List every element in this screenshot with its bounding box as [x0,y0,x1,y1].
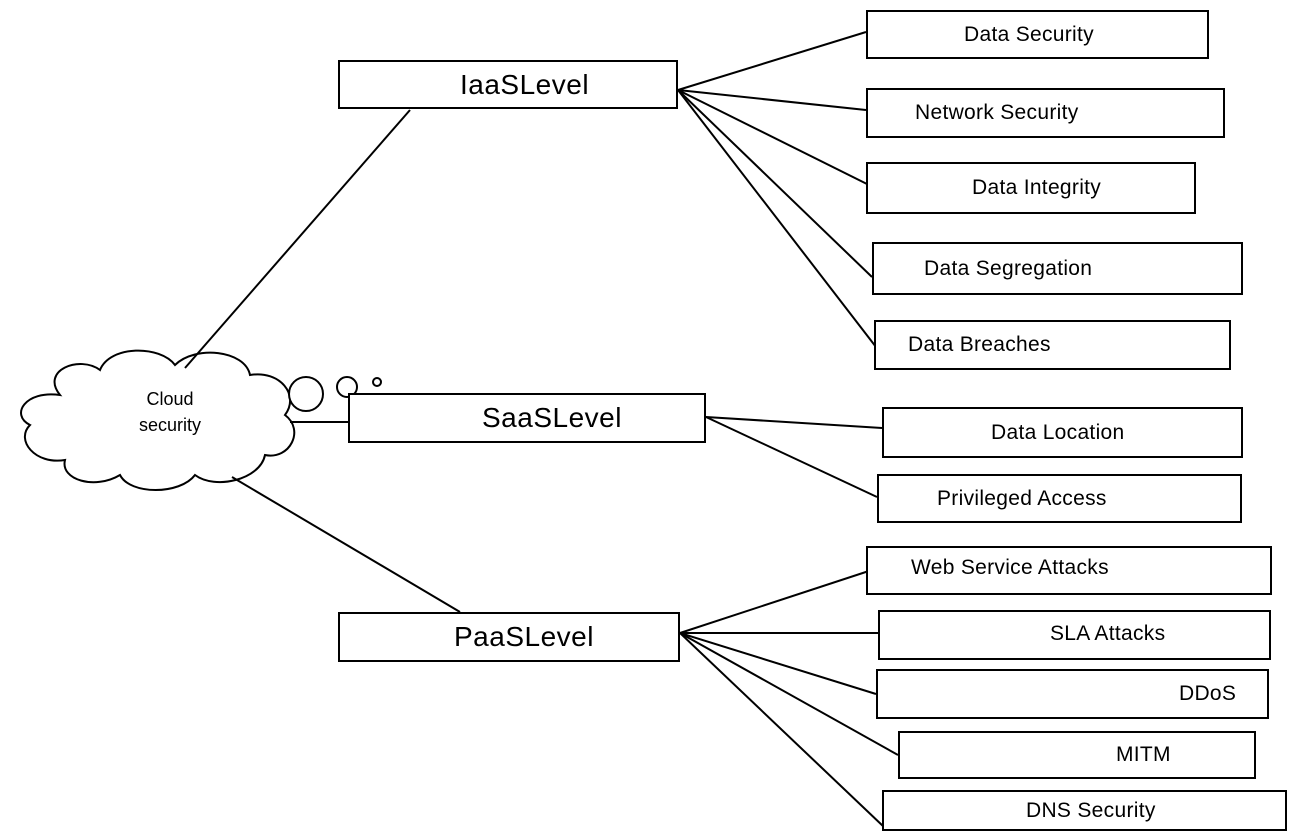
paas-connectors [679,567,899,828]
paas-item-sla-attacks: SLA Attacks [878,610,1271,660]
paas-item-dns-security: DNS Security [882,790,1287,831]
trunk-connectors [184,109,461,613]
iaas-level-box: IaaSLevel [338,60,678,109]
saas-item-privileged-access: Privileged Access [877,474,1242,523]
paas-item-label: DNS Security [1026,798,1156,822]
saas-item-label: Privileged Access [937,486,1107,510]
paas-item-label: MITM [1116,743,1171,766]
iaas-level-label: IaaSLevel [460,68,590,100]
paas-item-label: SLA Attacks [1050,622,1166,645]
paas-item-label: DDoS [1179,682,1237,705]
paas-item-web-service-attacks: Web Service Attacks [866,546,1272,595]
iaas-item-label: Data Integrity [972,176,1102,199]
iaas-item-label: Data Segregation [924,256,1093,280]
saas-item-data-location: Data Location [882,407,1243,458]
saas-item-label: Data Location [991,420,1125,444]
iaas-item-label: Network Security [915,101,1079,124]
iaas-item-data-security: Data Security [866,10,1209,59]
paas-item-ddos: DDoS [876,669,1269,719]
saas-connectors [705,416,883,498]
cloud-label: Cloud security [100,386,240,438]
paas-level-box: PaaSLevel [338,612,680,662]
iaas-item-label: Data Breaches [908,333,1051,356]
iaas-item-data-segregation: Data Segregation [872,242,1243,295]
iaas-item-data-integrity: Data Integrity [866,162,1196,214]
saas-level-box: SaaSLevel [348,393,706,443]
paas-level-label: PaaSLevel [454,621,594,652]
cloud-label-line2: security [138,415,201,435]
thought-bubbles [288,376,382,412]
iaas-item-data-breaches: Data Breaches [874,320,1231,370]
paas-item-mitm: MITM [898,731,1256,779]
cloud-label-line1: Cloud [146,389,194,409]
iaas-item-label: Data Security [964,22,1094,46]
iaas-item-network-security: Network Security [866,88,1225,138]
iaas-connectors [677,31,877,348]
cloud-shape [20,349,296,491]
saas-level-label: SaaSLevel [482,402,622,433]
paas-item-label: Web Service Attacks [911,556,1109,579]
